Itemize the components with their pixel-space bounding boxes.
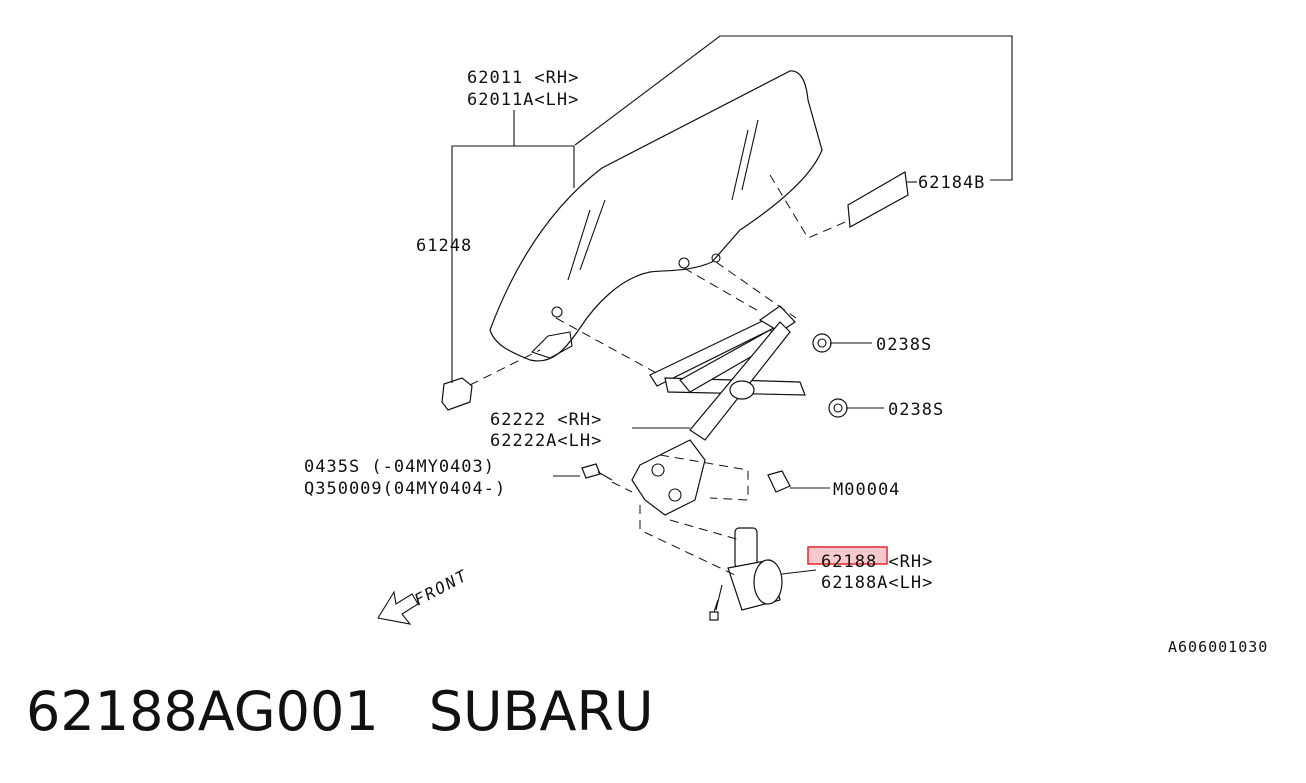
part-number: 62188AG001 [26, 680, 379, 743]
regulator-motor [709, 527, 783, 621]
callout-tape: 62184B [918, 173, 985, 193]
callout-regulator-lh: 62222A<LH> [490, 431, 602, 451]
brand-name: SUBARU [428, 680, 654, 743]
part-caption: 62188AG001 SUBARU [26, 680, 654, 745]
channel-tape [847, 171, 909, 228]
leader-lines [451, 35, 1013, 575]
front-label: FRONT [411, 565, 471, 609]
window-regulator [631, 305, 806, 516]
callout-holder: 61248 [416, 236, 472, 256]
callout-glass-lh: 62011A<LH> [467, 90, 579, 110]
callout-motor-rh[interactable]: 62188 <RH> [821, 552, 933, 572]
front-arrow-icon [377, 590, 419, 625]
dashed-guides [469, 174, 851, 576]
callout-nut-mid: 0238S [888, 400, 944, 420]
callout-nut-top: 0238S [876, 335, 932, 355]
callout-bolt-early: 0435S (-04MY0403) [304, 457, 495, 477]
callout-motor-lh: 62188A<LH> [821, 573, 933, 593]
callout-regulator-rh: 62222 <RH> [490, 410, 602, 430]
callout-glass-rh: 62011 <RH> [467, 68, 579, 88]
part-highlight-box[interactable] [807, 546, 888, 565]
fasteners [581, 333, 848, 493]
diagram-code: A606001030 [1168, 638, 1268, 656]
callout-bolt-late: Q350009(04MY0404-) [304, 479, 506, 499]
callout-screw: M00004 [833, 480, 900, 500]
glass-holder [441, 377, 473, 411]
